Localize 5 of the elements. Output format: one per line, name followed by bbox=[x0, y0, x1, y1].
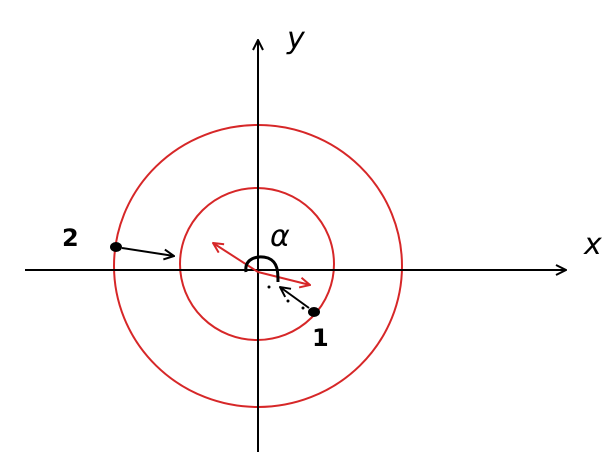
axis-label: y bbox=[287, 24, 305, 54]
point-label: 2 bbox=[62, 226, 79, 250]
angle-label: α bbox=[270, 222, 290, 252]
point-label: 1 bbox=[312, 326, 329, 350]
axis-label: x bbox=[584, 230, 602, 260]
